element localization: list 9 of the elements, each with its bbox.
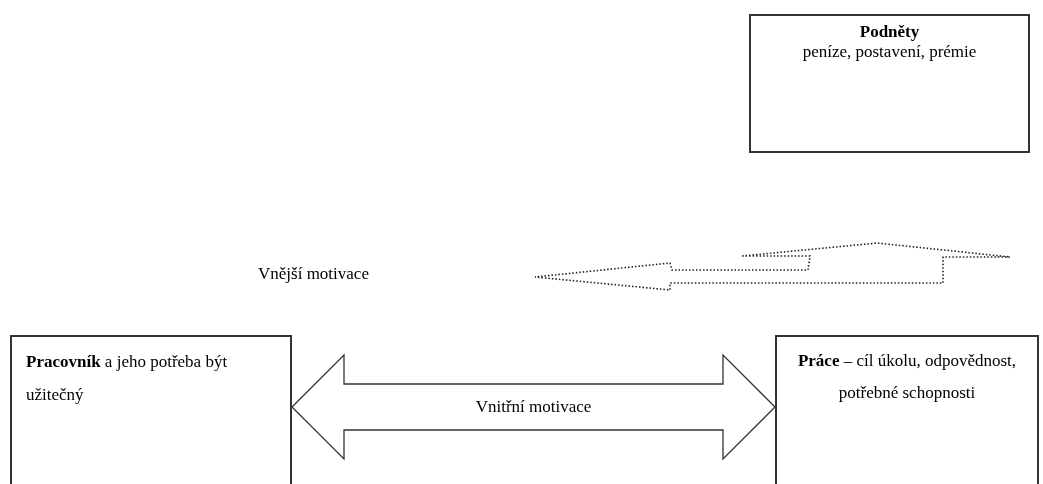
text-box (775, 335, 1039, 484)
box-text: peníze, postavení, prémie (802, 42, 977, 62)
text-box (749, 14, 1030, 153)
box-text: Práce – cíl úkolu, odpovědnost, potřebné schopnosti (796, 350, 1018, 404)
text-box (10, 335, 292, 484)
annotation-label: Vnější motivace (258, 264, 369, 284)
box-text: Pracovník a jeho potřeba být užitečný (26, 351, 229, 406)
box-heading: Podněty (859, 22, 920, 42)
double-block-arrow (291, 353, 776, 461)
